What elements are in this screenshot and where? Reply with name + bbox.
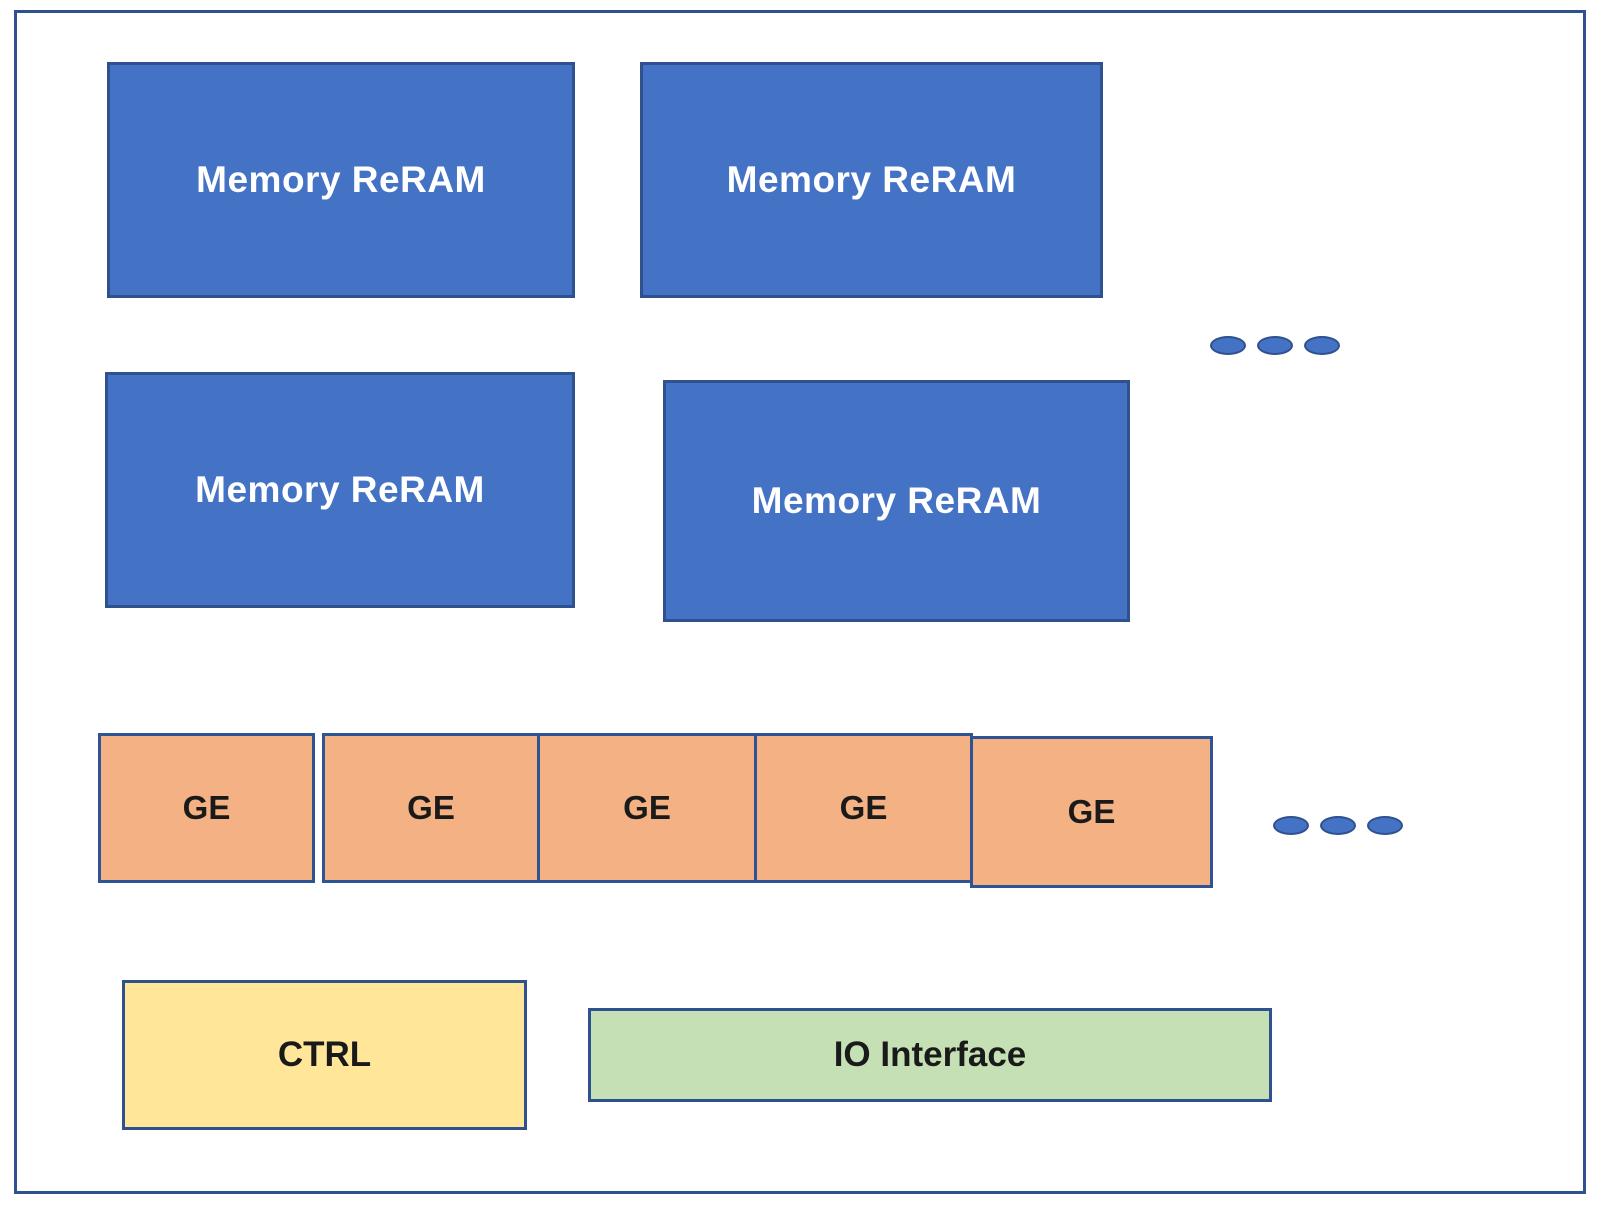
io-interface-label: IO Interface — [833, 1035, 1027, 1074]
memory-reram-block-1: Memory ReRAM — [107, 62, 575, 298]
ellipsis-dot-icon — [1320, 816, 1356, 835]
memory-reram-label: Memory ReRAM — [196, 159, 486, 200]
ge-block-2: GE — [322, 733, 540, 883]
ellipsis-dot-icon — [1210, 336, 1246, 355]
ge-label: GE — [407, 789, 455, 826]
ge-label: GE — [182, 789, 231, 826]
ge-label: GE — [839, 789, 888, 826]
ctrl-block: CTRL — [122, 980, 527, 1130]
ge-label: GE — [623, 789, 671, 826]
ellipsis-dot-icon — [1304, 336, 1340, 355]
memory-ellipsis — [1210, 336, 1340, 355]
memory-reram-block-2: Memory ReRAM — [640, 62, 1103, 298]
ge-ellipsis — [1273, 816, 1403, 835]
ge-block-5: GE — [970, 736, 1213, 888]
ge-block-4: GE — [754, 733, 973, 883]
ellipsis-dot-icon — [1257, 336, 1293, 355]
memory-reram-label: Memory ReRAM — [751, 480, 1042, 521]
ge-block-1: GE — [98, 733, 315, 883]
memory-reram-label: Memory ReRAM — [726, 159, 1017, 200]
ge-block-3: GE — [537, 733, 757, 883]
memory-reram-label: Memory ReRAM — [195, 469, 485, 510]
memory-reram-block-3: Memory ReRAM — [105, 372, 575, 608]
ctrl-label: CTRL — [277, 1035, 372, 1074]
memory-reram-block-4: Memory ReRAM — [663, 380, 1130, 622]
ellipsis-dot-icon — [1273, 816, 1309, 835]
ellipsis-dot-icon — [1367, 816, 1403, 835]
ge-label: GE — [1067, 793, 1116, 830]
io-interface-block: IO Interface — [588, 1008, 1272, 1102]
